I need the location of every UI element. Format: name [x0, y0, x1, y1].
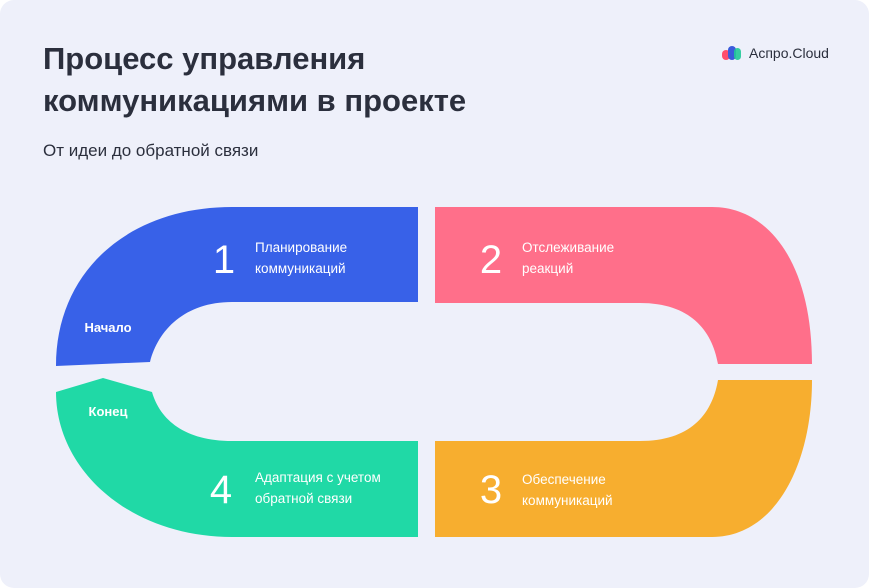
brand-mark-icon [722, 46, 741, 60]
step-4-number: 4 [210, 468, 232, 512]
brand-name: Аспро.Cloud [749, 45, 829, 61]
step-1-segment [56, 207, 418, 366]
step-2-label-line-1: Отслеживание [522, 240, 614, 255]
end-label: Конец [89, 404, 128, 419]
step-1-label-line-1: Планирование [255, 240, 347, 255]
start-label: Начало [84, 320, 131, 335]
step-1-label-line-2: коммуникаций [255, 261, 346, 276]
step-4-segment [56, 378, 418, 537]
brand-logo: Аспро.Cloud [722, 43, 829, 63]
title-line-1: Процесс управления [43, 41, 366, 76]
step-4-label-line-2: обратной связи [255, 491, 352, 506]
page-subtitle: От идеи до обратной связи [43, 141, 259, 160]
title-line-2: коммуникациями в проекте [43, 83, 467, 118]
page-title: Процесс управления коммуникациями в прое… [43, 38, 563, 122]
step-1-number: 1 [213, 238, 235, 282]
step-3-number: 3 [480, 468, 502, 512]
step-3-segment [435, 380, 812, 537]
step-3-label-line-2: коммуникаций [522, 493, 613, 508]
step-3-label-line-1: Обеспечение [522, 472, 606, 487]
step-4-label-line-1: Адаптация с учетом [255, 470, 381, 485]
step-2-segment [435, 207, 812, 364]
step-2-number: 2 [480, 238, 502, 282]
brand-mark-right [734, 48, 741, 60]
step-2-label-line-2: реакций [522, 261, 573, 276]
